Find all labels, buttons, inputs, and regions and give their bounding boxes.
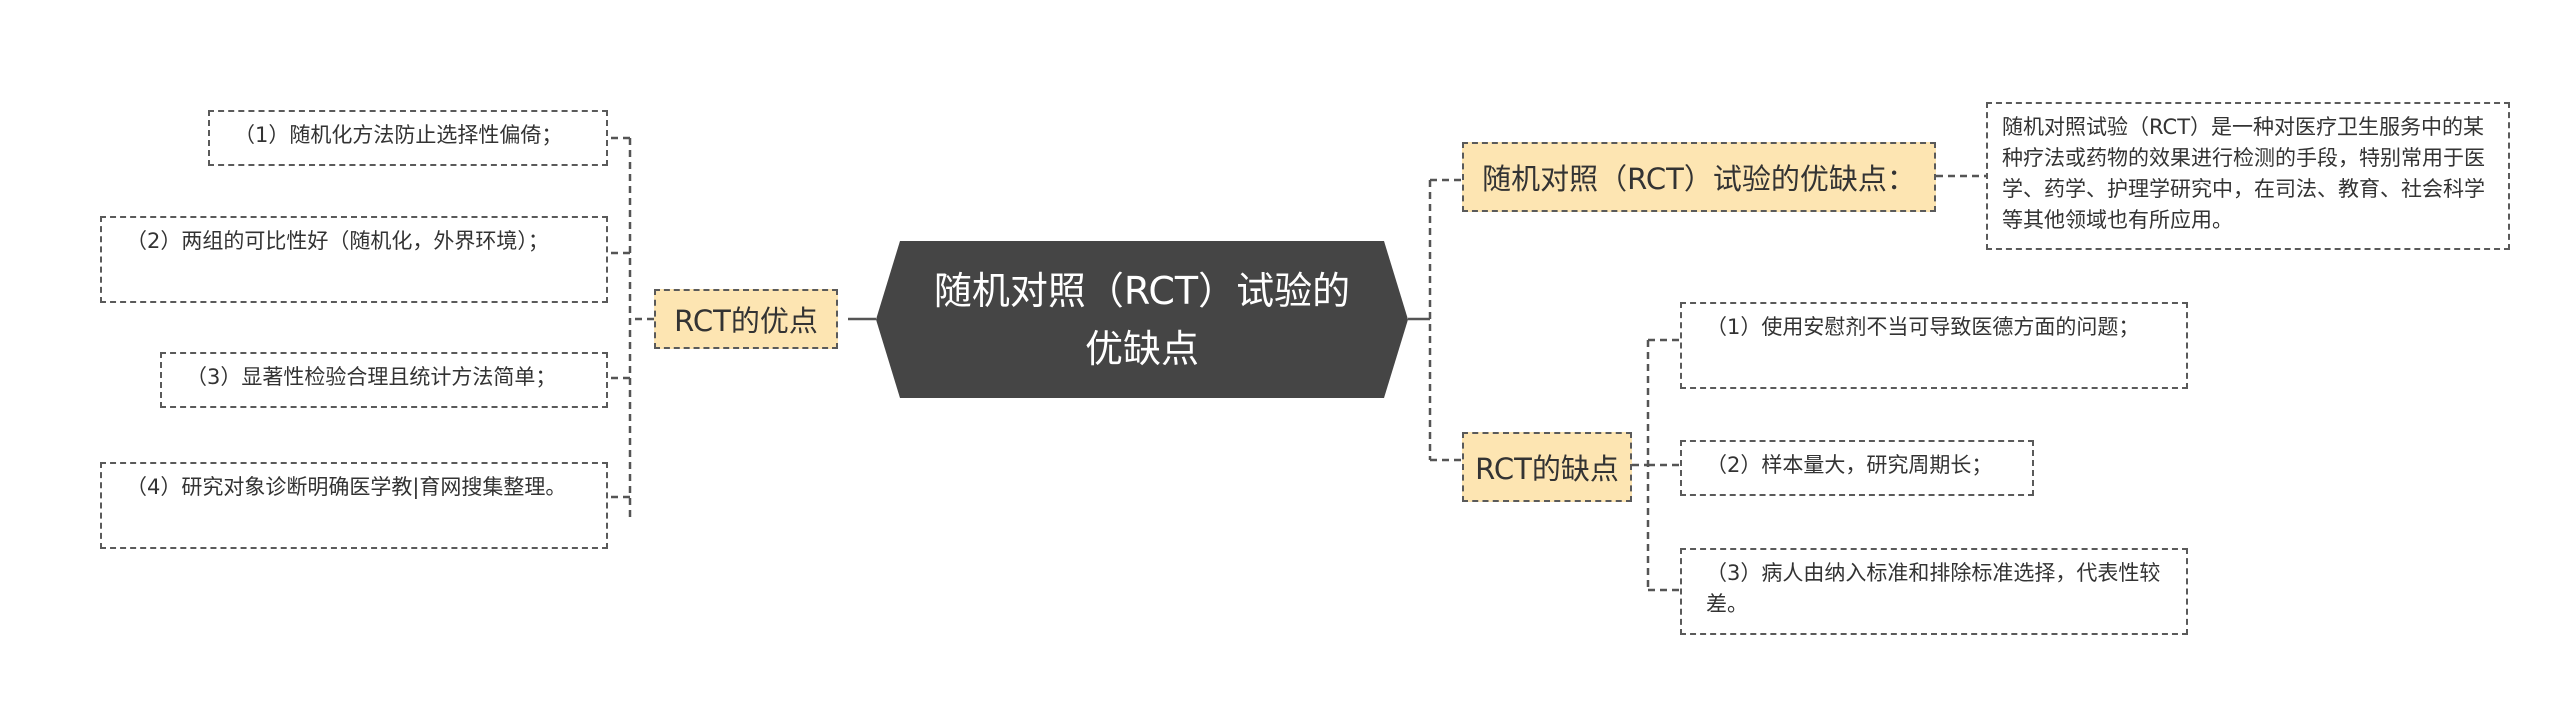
branch-advantages-label: RCT的优点 — [674, 304, 818, 338]
root-title: 随机对照（RCT）试验的优缺点 — [933, 268, 1351, 371]
branch-advantages[interactable]: RCT的优点 — [654, 289, 838, 349]
branch-definition[interactable]: 随机对照（RCT）试验的优缺点： — [1462, 142, 1936, 212]
advantage-item-4[interactable]: （4）研究对象诊断明确医学教|育网搜集整理。 — [100, 462, 608, 549]
disadvantage-item-1-text: （1）使用安慰剂不当可导致医德方面的问题； — [1706, 315, 2140, 339]
disadvantage-item-3-text: （3）病人由纳入标准和排除标准选择，代表性较差。 — [1706, 561, 2161, 616]
branch-disadvantages[interactable]: RCT的缺点 — [1462, 432, 1632, 502]
advantage-item-4-text: （4）研究对象诊断明确医学教|育网搜集整理。 — [126, 475, 567, 499]
disadvantage-item-2[interactable]: （2）样本量大，研究周期长； — [1680, 440, 2034, 496]
disadvantage-item-3[interactable]: （3）病人由纳入标准和排除标准选择，代表性较差。 — [1680, 548, 2188, 635]
link-advantages-trunk — [608, 136, 654, 520]
definition-note[interactable]: 随机对照试验（RCT）是一种对医疗卫生服务中的某种疗法或药物的效果进行检测的手段… — [1986, 102, 2510, 250]
advantage-item-3[interactable]: （3）显著性检验合理且统计方法简单； — [160, 352, 608, 408]
advantage-item-1[interactable]: （1）随机化方法防止选择性偏倚； — [208, 110, 608, 166]
branch-definition-label: 随机对照（RCT）试验的优缺点： — [1482, 162, 1916, 196]
advantage-item-2[interactable]: （2）两组的可比性好（随机化，外界环境）； — [100, 216, 608, 303]
root-topic[interactable]: 随机对照（RCT）试验的优缺点 — [876, 241, 1408, 398]
disadvantage-item-2-text: （2）样本量大，研究周期长； — [1706, 453, 1993, 477]
disadvantage-item-1[interactable]: （1）使用安慰剂不当可导致医德方面的问题； — [1680, 302, 2188, 389]
definition-note-text: 随机对照试验（RCT）是一种对医疗卫生服务中的某种疗法或药物的效果进行检测的手段… — [2002, 115, 2485, 232]
advantage-item-1-text: （1）随机化方法防止选择性偏倚； — [234, 123, 563, 147]
link-disadvantages-trunk — [1632, 338, 1680, 592]
branch-disadvantages-label: RCT的缺点 — [1475, 452, 1619, 486]
advantage-item-3-text: （3）显著性检验合理且统计方法简单； — [186, 365, 557, 389]
link-right-trunk — [1428, 178, 1462, 462]
advantage-item-2-text: （2）两组的可比性好（随机化，外界环境）； — [126, 229, 549, 253]
